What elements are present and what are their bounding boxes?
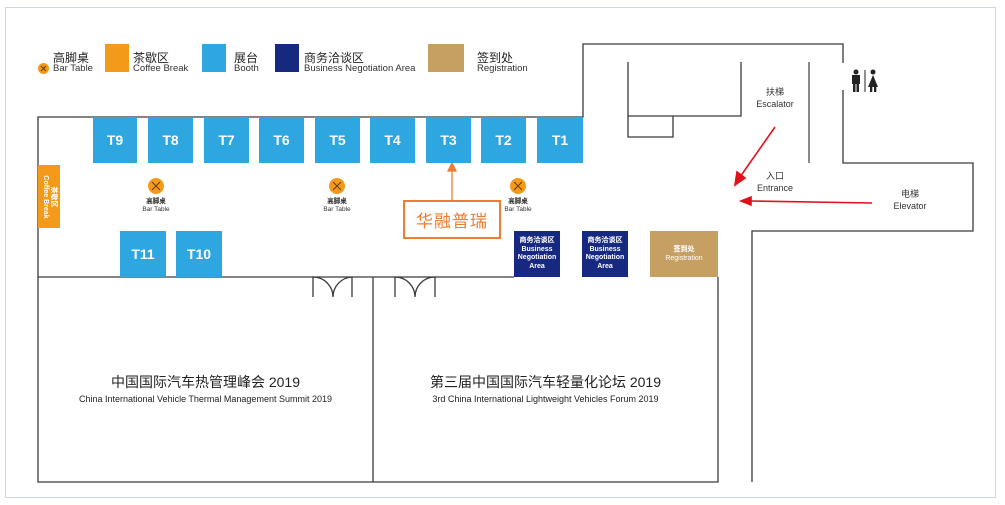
legend-bar-table-en: Bar Table (53, 63, 93, 74)
booth-t3[interactable]: T3 (426, 117, 471, 163)
room-thermal-title-en: China International Vehicle Thermal Mana… (79, 394, 332, 404)
bar-table-icon (148, 178, 164, 194)
booth-t10[interactable]: T10 (176, 231, 222, 277)
coffee-break-area[interactable]: 茶歇区 Coffee Break (38, 165, 60, 228)
booth-t9[interactable]: T9 (93, 117, 137, 163)
legend-bar-table-cn: 高脚桌 (53, 51, 90, 65)
bar-table-icon (510, 178, 526, 194)
door-left (312, 276, 353, 298)
booth-t11[interactable]: T11 (120, 231, 166, 277)
legend-booth-en: Booth (234, 63, 259, 74)
legend-registration-cn: 签到处 (477, 51, 514, 65)
arrow-escalator (733, 126, 776, 187)
inner-box (627, 62, 742, 117)
legend-negotiation-cn: 商务洽谈区 (304, 51, 365, 65)
coffee-break-cn: 茶歇区 (50, 186, 57, 207)
room-lightweight-title-cn: 第三届中国国际汽车轻量化论坛 2019 (429, 374, 662, 390)
booth-t5[interactable]: T5 (315, 117, 360, 163)
legend-negotiation-en: Business Negotiation Area (304, 63, 416, 74)
frame-border (5, 7, 996, 498)
booth-t6[interactable]: T6 (259, 117, 304, 163)
legend-coffee-swatch (105, 44, 129, 72)
legend-coffee-en: Coffee Break (133, 63, 189, 74)
door-right (394, 276, 436, 298)
booth-t4[interactable]: T4 (370, 117, 415, 163)
room-left-wall (37, 277, 719, 483)
hall-wall (37, 43, 844, 277)
booth-t7[interactable]: T7 (204, 117, 249, 163)
legend-booth-cn: 展台 (234, 51, 259, 65)
room-thermal-title-cn: 中国国际汽车热管理峰会 2019 (110, 374, 301, 390)
booth-t8[interactable]: T8 (148, 117, 193, 163)
legend-registration-swatch (428, 44, 464, 72)
legend-booth-swatch (202, 44, 226, 72)
booth-t2[interactable]: T2 (481, 117, 526, 163)
legend-negotiation-swatch (275, 44, 299, 72)
legend-coffee-cn: 茶歇区 (133, 51, 170, 65)
highlight-exhibitor-label[interactable]: 华融普瑞 (403, 200, 501, 239)
bar-table-legend-icon (38, 63, 49, 74)
arrow-elevator (738, 195, 873, 207)
bar-table-icon (329, 178, 345, 194)
restroom-icon (852, 69, 878, 92)
highlight-arrow (446, 161, 458, 200)
legend-registration-en: Registration (477, 63, 528, 74)
coffee-break-en: Coffee Break (42, 174, 49, 219)
room-lightweight-title-en: 3rd China International Lightweight Vehi… (432, 394, 659, 404)
booth-t1[interactable]: T1 (537, 117, 583, 163)
restroom-wall (751, 90, 974, 482)
